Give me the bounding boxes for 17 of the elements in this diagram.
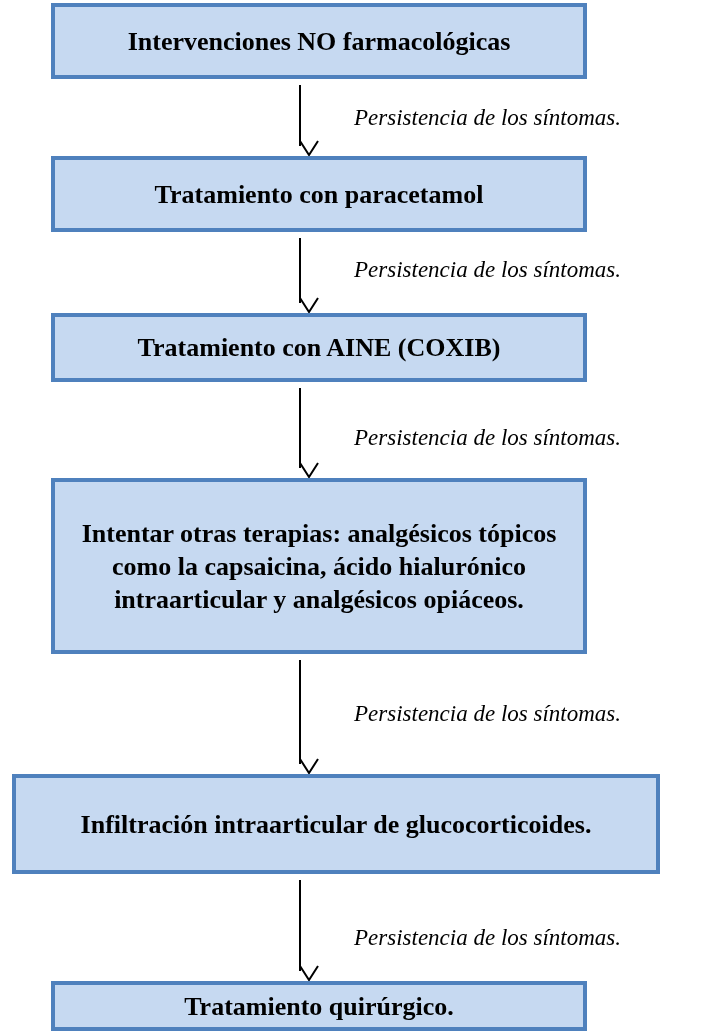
box-text: Intervenciones NO farmacológicas xyxy=(127,25,511,58)
box-text: Intentar otras terapias: analgésicos tópicos como la capsaicina, ácido hialurónico intraarticular y analgésicos opiáceos. xyxy=(80,517,558,616)
process-box xyxy=(51,3,587,79)
box-text: Tratamiento con AINE (COXIB) xyxy=(137,332,501,364)
arrow xyxy=(299,237,319,313)
process-box xyxy=(51,156,587,232)
process-box xyxy=(51,478,587,654)
arrow xyxy=(299,84,319,156)
box-text: Tratamiento con paracetamol xyxy=(154,178,484,211)
process-box xyxy=(51,981,587,1031)
arrow xyxy=(299,879,319,981)
box-text: Infiltración intraarticular de glucocorticoides. xyxy=(80,808,592,841)
arrow xyxy=(299,387,319,478)
box-text: Tratamiento quirúrgico. xyxy=(184,990,454,1023)
process-box xyxy=(51,313,587,382)
arrow xyxy=(299,659,319,774)
process-box xyxy=(12,774,660,874)
